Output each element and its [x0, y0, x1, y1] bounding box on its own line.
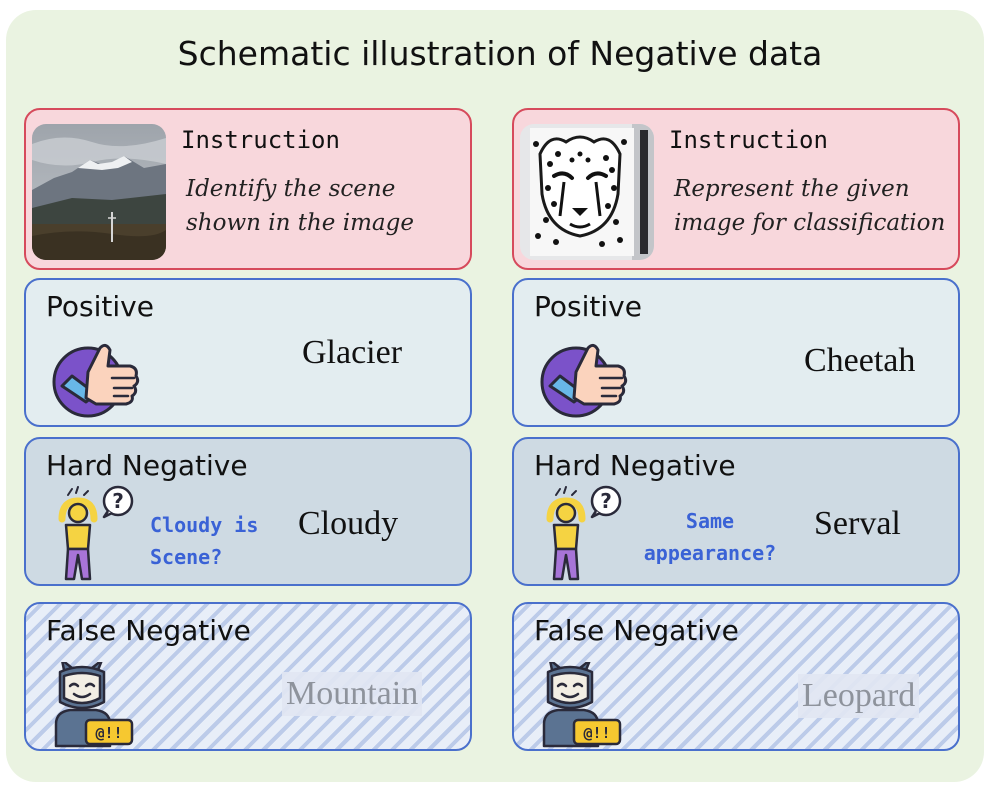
hard-negative-answer: Serval — [814, 505, 901, 542]
speech-badge-text: @!! — [583, 724, 610, 742]
false-negative-box-classification: False Negative @!! Leopard — [512, 602, 960, 751]
false-negative-label: False Negative — [534, 614, 739, 647]
instruction-label: Instruction — [181, 126, 340, 154]
masked-person-icon: @!! — [536, 658, 626, 752]
thumbs-up-icon — [540, 338, 632, 422]
instruction-box-scene: Instruction Identify the scene shown in … — [24, 108, 472, 270]
question-line-2: Scene? — [150, 545, 223, 569]
positive-label: Positive — [46, 290, 154, 323]
masked-person-icon: @!! — [48, 658, 138, 752]
hard-negative-label: Hard Negative — [46, 449, 248, 482]
instruction-box-classification: Instruction Represent the given image fo… — [512, 108, 960, 270]
hard-negative-box-scene: Hard Negative ? Cloudy is Scene? Cloudy — [24, 437, 472, 586]
cheetah-image — [520, 124, 654, 260]
hard-negative-box-classification: Hard Negative ? Same appearance? Serval — [512, 437, 960, 586]
false-negative-answer: Mountain — [282, 672, 423, 716]
instruction-text: Represent the given image for classifica… — [674, 176, 946, 236]
confused-person-icon: ? — [52, 485, 142, 585]
false-negative-box-scene: False Negative @!! Mountain — [24, 602, 472, 751]
positive-answer: Glacier — [302, 334, 403, 371]
question-line-1: Cloudy is — [150, 513, 259, 537]
false-negative-label: False Negative — [46, 614, 251, 647]
hard-negative-answer: Cloudy — [298, 505, 399, 542]
question-mark-glyph: ? — [600, 489, 612, 513]
thumbs-up-icon — [52, 338, 144, 422]
diagram-title: Schematic illustration of Negative data — [177, 34, 823, 73]
positive-box-scene: Positive Glacier — [24, 278, 472, 427]
positive-label: Positive — [534, 290, 642, 323]
hard-negative-label: Hard Negative — [534, 449, 736, 482]
speech-badge-text: @!! — [95, 724, 122, 742]
question-line-1: Same — [685, 509, 735, 533]
false-negative-answer: Leopard — [798, 674, 920, 718]
confused-person-icon: ? — [540, 485, 630, 585]
question-mark-glyph: ? — [112, 489, 124, 513]
hard-negative-question: Same appearance? — [634, 505, 786, 569]
positive-box-classification: Positive Cheetah — [512, 278, 960, 427]
positive-answer: Cheetah — [804, 342, 916, 379]
instruction-text: Identify the scene shown in the image — [186, 176, 414, 236]
question-line-2: appearance? — [643, 541, 777, 565]
instruction-label: Instruction — [669, 126, 828, 154]
hard-negative-question: Cloudy is Scene? — [150, 509, 258, 573]
mountain-scene-image — [32, 124, 166, 260]
